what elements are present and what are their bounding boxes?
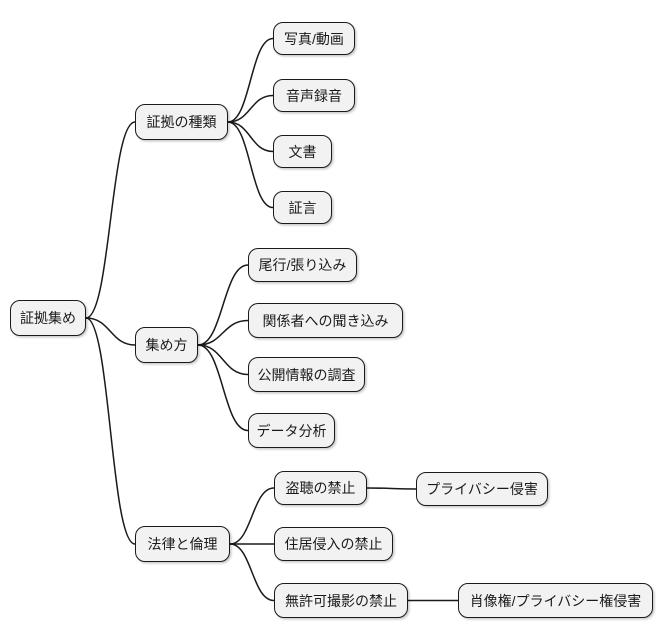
node-interviewing-parties: 関係者への聞き込み xyxy=(248,303,403,338)
node-photo-video: 写真/動画 xyxy=(273,22,355,55)
node-tailing-stakeout: 尾行/張り込み xyxy=(248,248,357,282)
edge-collection-methods-to-interviewing-parties xyxy=(197,319,249,346)
node-wiretapping-ban: 盗聴の禁止 xyxy=(274,471,367,505)
edge-evidence-types-to-photo-video xyxy=(227,37,274,123)
node-data-analysis: データ分析 xyxy=(248,413,335,448)
node-documents: 文書 xyxy=(273,135,332,168)
edge-evidence-gathering-to-evidence-types xyxy=(85,121,136,319)
edge-collection-methods-to-public-info-research xyxy=(197,344,249,376)
edge-evidence-gathering-to-law-and-ethics xyxy=(85,317,136,545)
node-audio-recording: 音声録音 xyxy=(273,79,355,112)
node-privacy-violation: プライバシー侵害 xyxy=(416,472,548,506)
edge-evidence-types-to-audio-recording xyxy=(227,94,274,123)
node-portrait-privacy-rights: 肖像権/プライバシー権侵害 xyxy=(458,583,653,618)
edge-evidence-types-to-testimony xyxy=(227,121,274,209)
node-evidence-types: 証拠の種類 xyxy=(135,104,228,140)
edge-wiretapping-ban-to-privacy-violation xyxy=(366,487,417,490)
edge-collection-methods-to-data-analysis xyxy=(197,344,249,432)
edge-evidence-gathering-to-collection-methods xyxy=(85,317,136,346)
node-collection-methods: 集め方 xyxy=(135,327,198,363)
node-public-info-research: 公開情報の調査 xyxy=(248,357,365,392)
edge-law-and-ethics-to-unauthorized-photo-ban xyxy=(229,543,275,602)
edge-evidence-types-to-documents xyxy=(227,121,274,153)
node-testimony: 証言 xyxy=(273,191,332,224)
edge-law-and-ethics-to-wiretapping-ban xyxy=(229,487,275,545)
node-law-and-ethics: 法律と倫理 xyxy=(135,526,230,562)
node-evidence-gathering: 証拠集め xyxy=(10,300,86,336)
node-trespassing-ban: 住居侵入の禁止 xyxy=(274,527,393,561)
node-unauthorized-photo-ban: 無許可撮影の禁止 xyxy=(274,583,408,618)
edge-collection-methods-to-tailing-stakeout xyxy=(197,264,249,346)
